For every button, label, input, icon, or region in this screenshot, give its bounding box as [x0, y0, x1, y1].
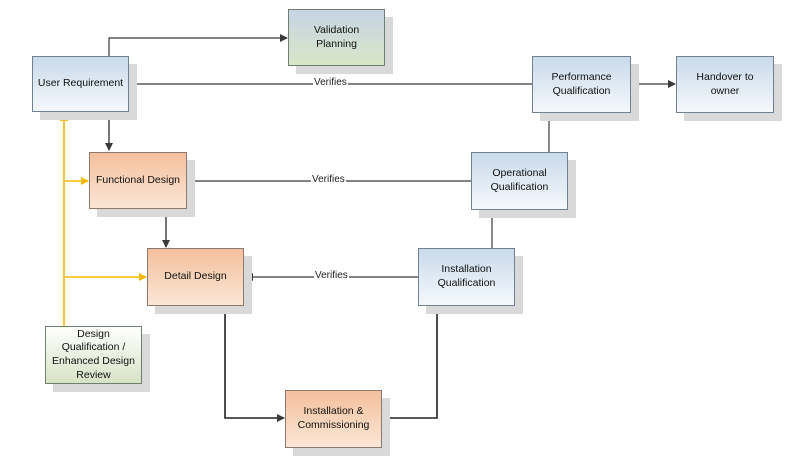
node-label: Functional Design: [95, 173, 181, 186]
node-label: Detail Design: [164, 270, 227, 283]
node-label: Handover to owner: [696, 70, 754, 97]
edge-dd-to-installation-commissioning: [224, 306, 285, 422]
node-label: Installation Qualification: [437, 263, 496, 289]
node-installation-commissioning[interactable]: Installation & Commissioning: [285, 390, 382, 448]
node-handover-to-owner[interactable]: Handover to owner: [676, 56, 774, 113]
node-functional-design[interactable]: Functional Design: [89, 152, 187, 209]
edge-ur-to-validation-planning: [108, 34, 288, 56]
node-validation-planning[interactable]: Validation Planning: [288, 9, 385, 66]
node-detail-design[interactable]: Detail Design: [147, 248, 244, 306]
node-label: Design Qualification / Enhanced Design R…: [52, 327, 135, 381]
edge-label-verifies-iq: Verifies: [314, 270, 349, 281]
node-user-requirement[interactable]: User Requirement: [32, 56, 129, 112]
node-label: Validation Planning: [313, 23, 360, 50]
node-installation-qualification[interactable]: Installation Qualification: [418, 248, 515, 306]
node-label: Performance Qualification: [551, 70, 612, 97]
edge-label-verifies-pq: Verifies: [313, 77, 348, 88]
node-label: User Requirement: [37, 77, 124, 90]
edge-label-verifies-oq: Verifies: [311, 174, 346, 185]
node-operational-qualification[interactable]: Operational Qualification: [471, 152, 568, 210]
node-label: Operational Qualification: [490, 167, 549, 193]
node-performance-qualification[interactable]: Performance Qualification: [532, 56, 631, 113]
node-design-qualification[interactable]: Design Qualification / Enhanced Design R…: [45, 326, 142, 384]
node-label: Installation & Commissioning: [297, 405, 370, 431]
edge-ic-to-iq: [382, 306, 441, 419]
